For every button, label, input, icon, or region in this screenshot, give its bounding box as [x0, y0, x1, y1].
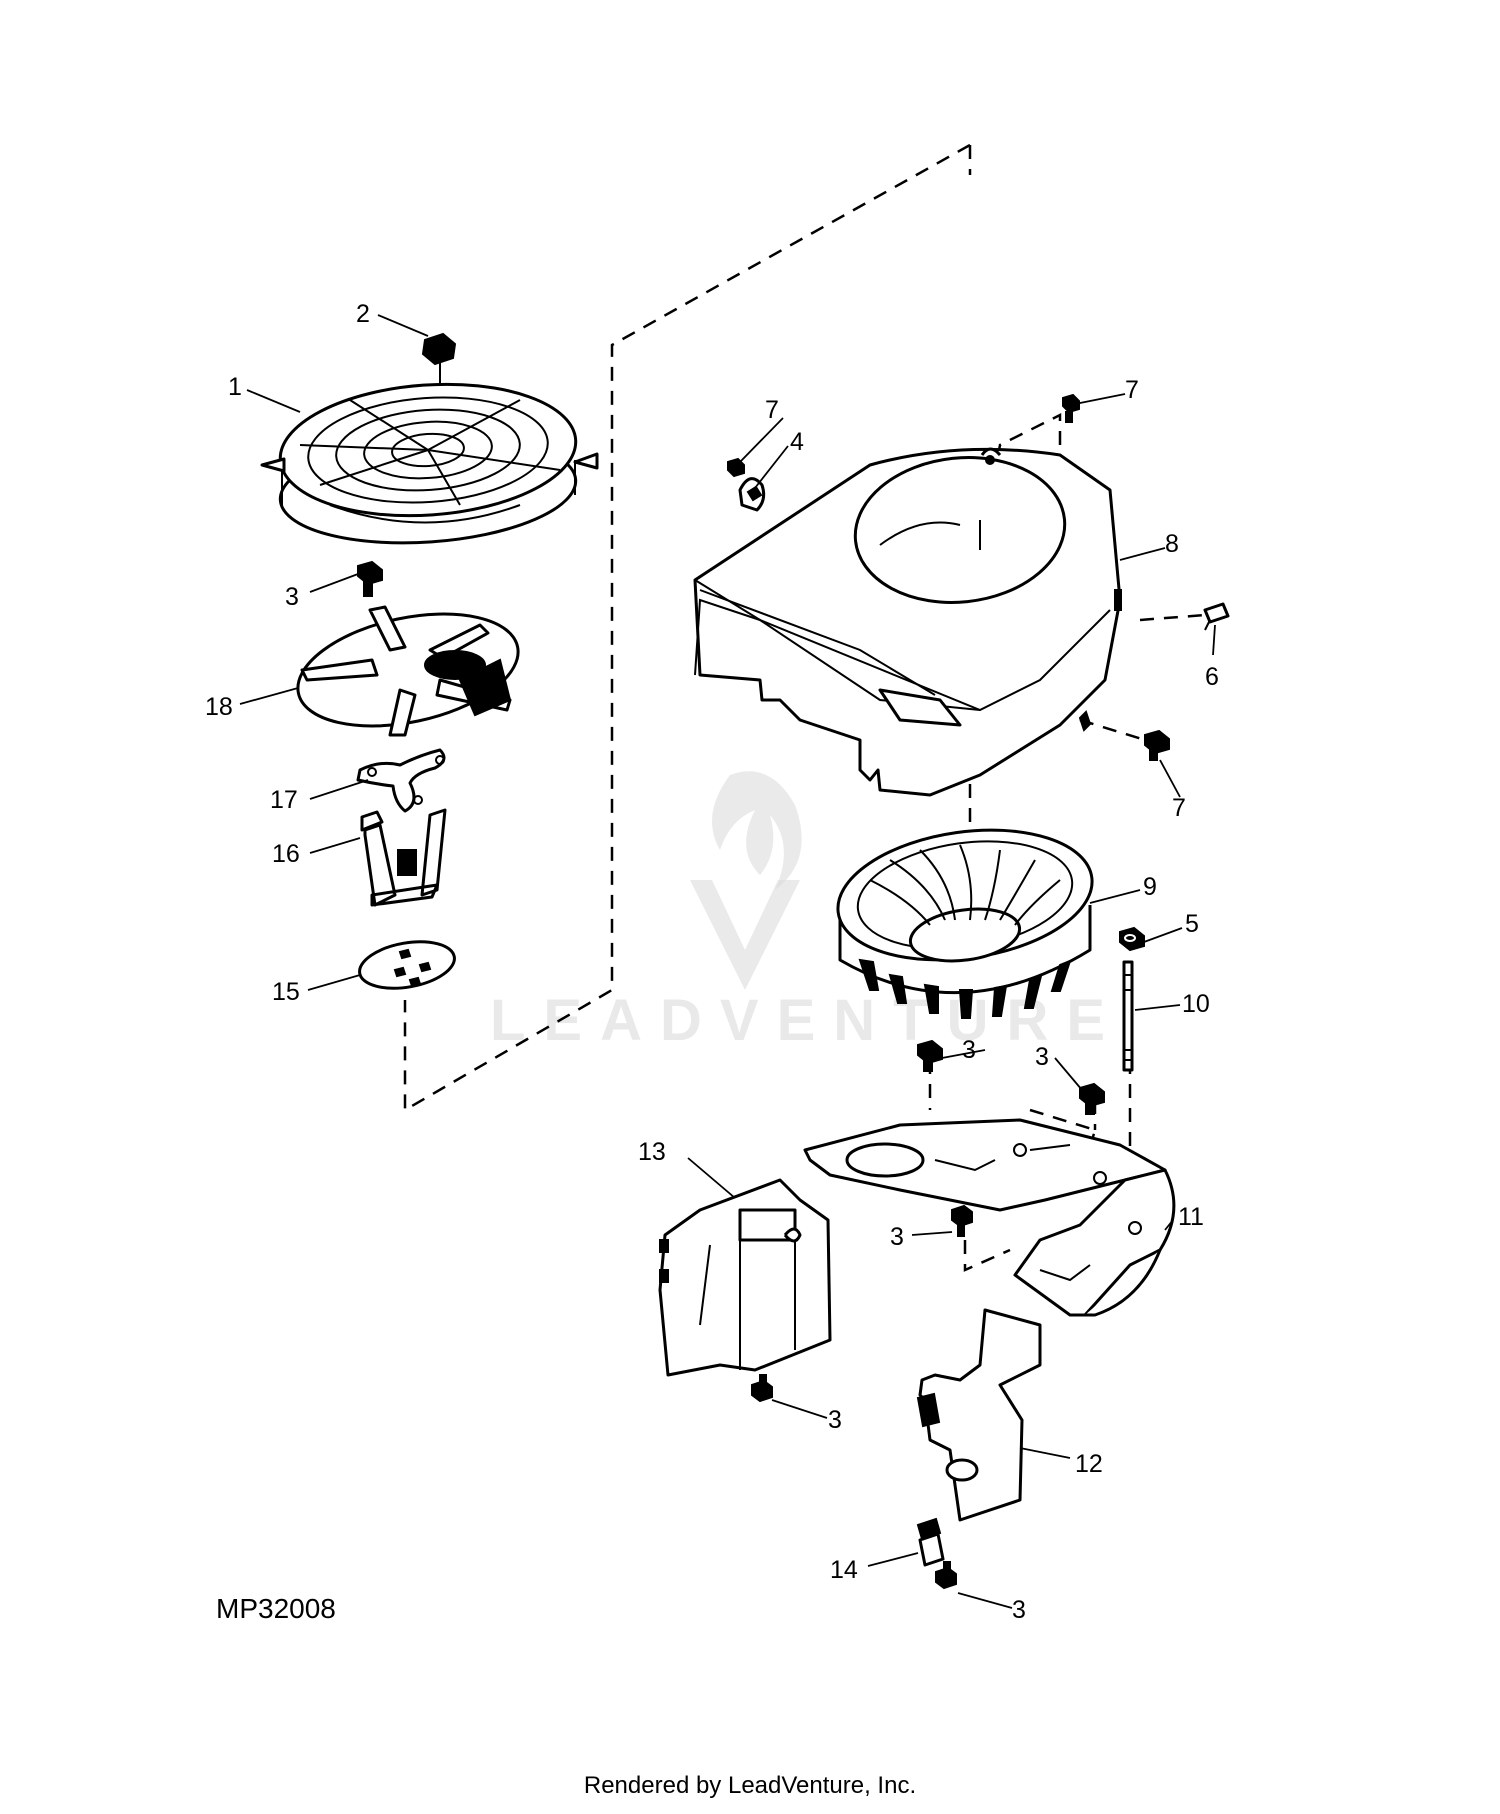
baffle-part-11 [803, 1118, 1176, 1317]
callout-7-upper-left: 7 [765, 396, 779, 424]
bolt-part-7-upper-left [727, 457, 745, 478]
callout-1: 1 [228, 373, 242, 401]
alignment-line-left [403, 143, 972, 1113]
callout-3-baffle: 3 [890, 1223, 904, 1251]
bolt-part-3-baffle [951, 1204, 973, 1237]
stud-part-10 [1122, 960, 1134, 1072]
bracket-part-16 [360, 808, 447, 907]
fitting-part-14 [916, 1517, 945, 1567]
side-shield-part-13 [658, 1178, 832, 1377]
callout-9: 9 [1143, 873, 1157, 901]
screw-part-6 [1203, 602, 1230, 631]
nut-part-5 [1119, 926, 1145, 952]
bolt-part-3-right [1079, 1082, 1105, 1115]
flywheel-part-9 [836, 828, 1094, 1019]
lower-shield-part-12 [916, 1308, 1042, 1522]
callout-14: 14 [830, 1556, 858, 1584]
rotating-screen-part-1 [260, 382, 599, 545]
callout-7-upper-right: 7 [1125, 376, 1139, 404]
callout-16: 16 [272, 840, 300, 868]
callout-7-lower-right: 7 [1172, 794, 1186, 822]
callout-12: 12 [1075, 1450, 1103, 1478]
drawing-number: MP32008 [216, 1593, 336, 1624]
callout-3-upper-left: 3 [285, 583, 299, 611]
callout-15: 15 [272, 978, 300, 1006]
spider-part-17 [356, 748, 446, 813]
callout-3-center: 3 [962, 1036, 976, 1064]
callout-17: 17 [270, 786, 298, 814]
plate-part-15 [358, 940, 456, 990]
bolt-part-3-upper-left [357, 560, 383, 597]
bolt-part-7-upper-right [1062, 393, 1080, 423]
callout-11: 11 [1178, 1203, 1204, 1231]
bolt-part-3-lower-left [751, 1374, 773, 1403]
alignment-line-bolt6 [1139, 613, 1206, 622]
callout-3-right: 3 [1035, 1043, 1049, 1071]
callout-4: 4 [790, 428, 804, 456]
nut-part-2 [421, 332, 457, 385]
callout-6: 6 [1205, 663, 1219, 691]
callout-2: 2 [356, 300, 370, 328]
callout-3-bottom: 3 [1012, 1596, 1026, 1624]
callout-3-lower-left: 3 [828, 1406, 842, 1434]
alignment-line-bolt7 [1079, 718, 1146, 742]
leader-lines [239, 314, 1216, 1609]
callout-13: 13 [638, 1138, 666, 1166]
clip-part-4 [738, 477, 766, 512]
bolt-part-3-center [917, 1039, 943, 1072]
fan-plate-part-18 [296, 605, 520, 737]
alignment-line-baffle [928, 1060, 1132, 1272]
blower-housing-part-8 [693, 447, 1122, 797]
callout-18: 18 [205, 693, 233, 721]
callout-8: 8 [1165, 530, 1179, 558]
bolt-part-3-bottom [935, 1561, 957, 1590]
footer-credit: Rendered by LeadVenture, Inc. [583, 1772, 917, 1799]
callout-5: 5 [1185, 910, 1199, 938]
callout-10: 10 [1182, 990, 1210, 1018]
bolt-part-7-lower-right [1144, 729, 1170, 761]
